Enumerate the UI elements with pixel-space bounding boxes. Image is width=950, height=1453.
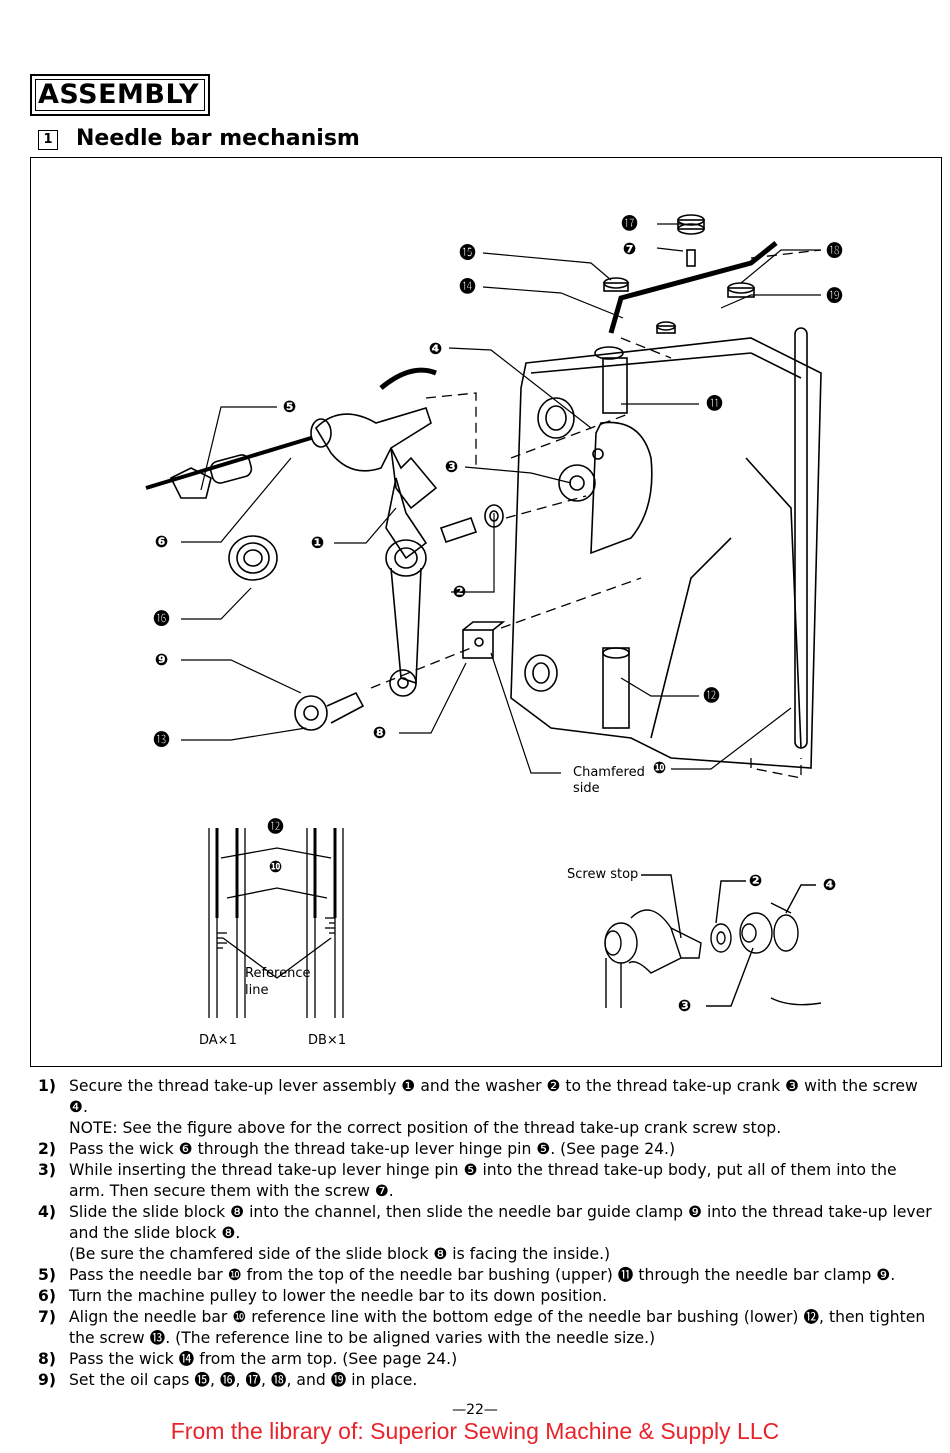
instruction-text: Align the needle bar ❿ reference line wi… bbox=[69, 1308, 926, 1347]
slide-block bbox=[462, 621, 506, 659]
instruction-number: 2) bbox=[38, 1140, 56, 1158]
assembly-instructions: 1) Secure the thread take-up lever assem… bbox=[38, 1076, 934, 1391]
instruction-note: NOTE: See the figure above for the corre… bbox=[69, 1119, 782, 1137]
screw-stop-label: Screw stop bbox=[567, 867, 639, 882]
exploded-diagram bbox=[145, 214, 822, 1018]
instruction-note: (Be sure the chamfered side of the slide… bbox=[69, 1245, 611, 1263]
callout-18: ⓲ bbox=[826, 241, 843, 260]
callout-13: ⓭ bbox=[153, 730, 170, 749]
callout-8: ❽ bbox=[372, 723, 387, 742]
instruction-number: 5) bbox=[38, 1266, 56, 1284]
callout-19: ⓳ bbox=[826, 286, 843, 305]
inset-callout-3: ❸ bbox=[677, 996, 692, 1015]
instruction-4: 4) Slide the slide block ❽ into the chan… bbox=[38, 1202, 934, 1265]
wick-top bbox=[608, 241, 778, 334]
needle-bar-clamp bbox=[294, 691, 365, 731]
callout-16: ⓰ bbox=[153, 609, 170, 628]
instruction-text: Slide the slide block ❽ into the channel… bbox=[69, 1203, 932, 1242]
instruction-text: Pass the needle bar ❿ from the top of th… bbox=[69, 1266, 896, 1284]
label-db: DB×1 bbox=[308, 1033, 347, 1048]
leader-lines bbox=[181, 223, 821, 774]
callout-7: ❼ bbox=[622, 239, 637, 258]
instruction-3: 3) While inserting the thread take-up le… bbox=[38, 1160, 934, 1202]
callout-2: ❷ bbox=[452, 582, 467, 601]
callout-4: ❹ bbox=[428, 339, 443, 358]
callout-11: ⓫ bbox=[706, 394, 723, 413]
instruction-6: 6) Turn the machine pulley to lower the … bbox=[38, 1286, 934, 1307]
instruction-number: 3) bbox=[38, 1161, 56, 1179]
hinge-pin-wick bbox=[145, 367, 437, 499]
instruction-number: 1) bbox=[38, 1077, 56, 1095]
instruction-text: Secure the thread take-up lever assembly… bbox=[69, 1077, 918, 1116]
instruction-5: 5) Pass the needle bar ❿ from the top of… bbox=[38, 1265, 934, 1286]
callout-3: ❸ bbox=[444, 457, 459, 476]
needle-bar bbox=[794, 327, 808, 749]
callout-9: ❾ bbox=[154, 650, 169, 669]
instruction-number: 9) bbox=[38, 1371, 56, 1389]
callout-10: ❿ bbox=[652, 758, 667, 777]
instruction-number: 6) bbox=[38, 1287, 56, 1305]
subsection-title: Needle bar mechanism bbox=[76, 126, 360, 151]
subsection-number: 1 bbox=[38, 130, 58, 150]
callout-6: ❻ bbox=[154, 532, 169, 551]
inset-callout-2: ❷ bbox=[748, 871, 763, 890]
instruction-7: 7) Align the needle bar ❿ reference line… bbox=[38, 1307, 934, 1349]
callout-14: ⓮ bbox=[459, 277, 476, 296]
library-footer: From the library of: Superior Sewing Mac… bbox=[170, 1418, 780, 1444]
chamfered-side-label: Chamfered side bbox=[573, 765, 645, 796]
screw-stop-inset bbox=[604, 874, 822, 1008]
take-up-lever bbox=[310, 407, 504, 697]
take-up-crank bbox=[558, 421, 653, 555]
instruction-text: Turn the machine pulley to lower the nee… bbox=[69, 1287, 608, 1305]
inset-callout-4: ❹ bbox=[822, 875, 837, 894]
instruction-text: Pass the wick ❻ through the thread take-… bbox=[69, 1140, 676, 1158]
inset-callout-12: ⓬ bbox=[267, 817, 284, 836]
page-number: —22— bbox=[452, 1402, 498, 1418]
instruction-text: Set the oil caps ⓯, ⓰, ⓱, ⓲, and ⓳ in pl… bbox=[69, 1371, 418, 1389]
instruction-number: 4) bbox=[38, 1203, 56, 1221]
callout-15: ⓯ bbox=[459, 243, 476, 262]
instruction-2: 2) Pass the wick ❻ through the thread ta… bbox=[38, 1139, 934, 1160]
section-title: ASSEMBLY bbox=[30, 74, 210, 116]
reference-inset bbox=[208, 828, 344, 1018]
callout-1: ❶ bbox=[310, 533, 325, 552]
instruction-1: 1) Secure the thread take-up lever assem… bbox=[38, 1076, 934, 1139]
instruction-number: 7) bbox=[38, 1308, 56, 1326]
instruction-text: While inserting the thread take-up lever… bbox=[69, 1161, 897, 1200]
instruction-number: 8) bbox=[38, 1350, 56, 1368]
instruction-8: 8) Pass the wick ⓮ from the arm top. (Se… bbox=[38, 1349, 934, 1370]
callout-5: ❺ bbox=[282, 397, 297, 416]
inset-callout-10: ❿ bbox=[268, 857, 283, 876]
oil-caps bbox=[603, 214, 755, 334]
machine-arm bbox=[510, 337, 822, 769]
alignment-dashes bbox=[370, 249, 822, 779]
instruction-9: 9) Set the oil caps ⓯, ⓰, ⓱, ⓲, and ⓳ in… bbox=[38, 1370, 934, 1391]
subsection-heading: 1 Needle bar mechanism bbox=[38, 126, 360, 151]
callout-17: ⓱ bbox=[621, 214, 638, 233]
oil-cap-16 bbox=[228, 535, 278, 581]
label-da: DA×1 bbox=[199, 1033, 237, 1048]
assembly-figure: ⓱ ❼ ⓯ ⓮ ⓲ ⓳ ❹ ❺ ⓫ ❸ ❻ ❶ ⓰ ❷ ❾ ❽ ⓬ ⓭ ❿ Ch… bbox=[30, 157, 942, 1067]
callout-12: ⓬ bbox=[703, 686, 720, 705]
reference-line-label: Reference line bbox=[245, 966, 311, 998]
instruction-text: Pass the wick ⓮ from the arm top. (See p… bbox=[69, 1350, 458, 1368]
bushings bbox=[602, 357, 630, 729]
